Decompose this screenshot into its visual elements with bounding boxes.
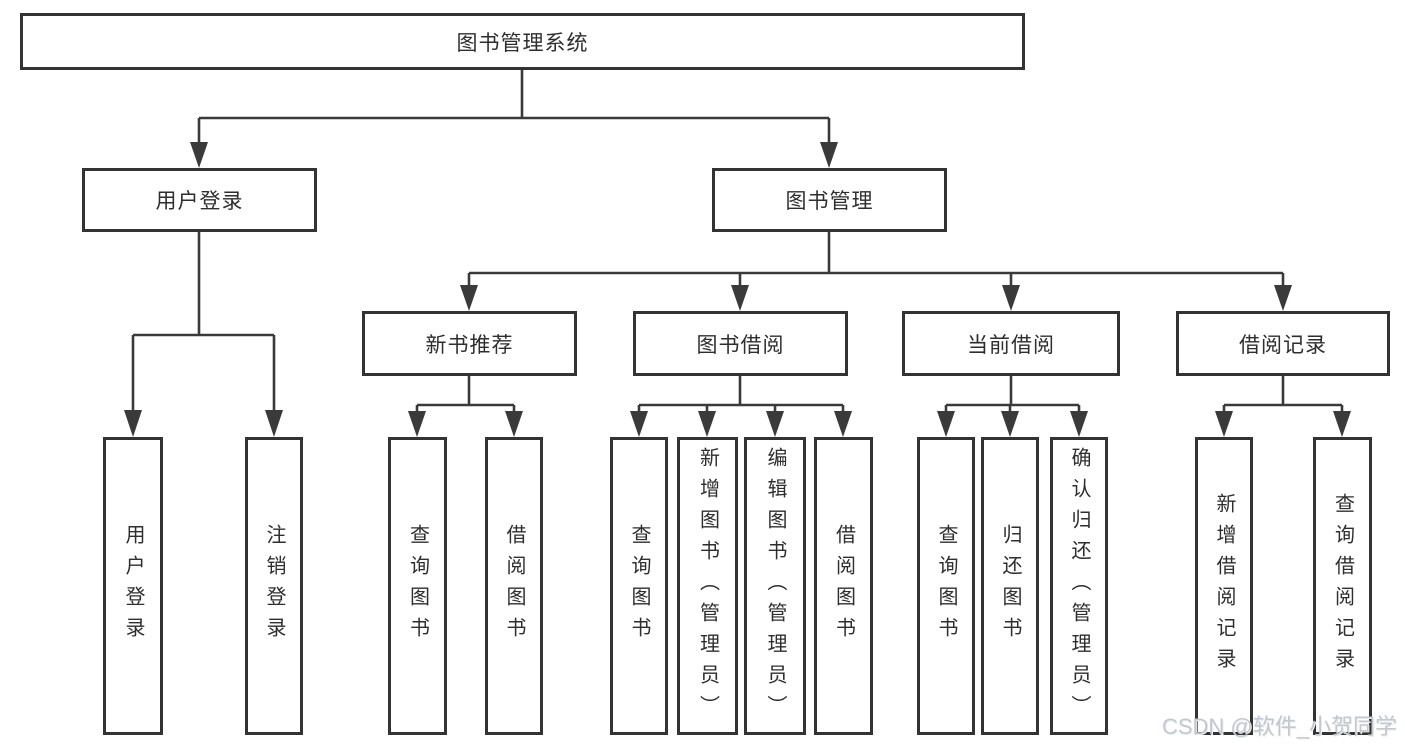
leaf-query-books-3: 查询图书 (917, 437, 975, 735)
leaf-logout: 注销登录 (245, 437, 303, 735)
node-user-login-group: 用户登录 (82, 168, 317, 232)
node-label: 查询图书 (406, 524, 429, 648)
leaf-query-books-2: 查询图书 (610, 437, 668, 735)
node-label: 借阅记录 (1239, 333, 1327, 357)
node-label: 用户登录 (122, 524, 144, 648)
node-label: 确认归还（管理员） (1068, 446, 1090, 726)
node-label: 借阅图书 (832, 524, 855, 648)
node-label: 查询图书 (628, 524, 650, 648)
node-book-management: 图书管理 (712, 168, 947, 232)
node-label: 新增借阅记录 (1213, 493, 1235, 679)
node-borrow-records: 借阅记录 (1176, 311, 1390, 376)
node-label: 归还图书 (999, 524, 1021, 648)
node-new-book-recommend: 新书推荐 (362, 311, 577, 376)
node-label: 借阅图书 (503, 524, 525, 648)
node-current-borrow: 当前借阅 (902, 311, 1120, 376)
node-label: 图书借阅 (696, 333, 785, 357)
leaf-confirm-return-admin: 确认归还（管理员） (1050, 437, 1108, 735)
node-root-system: 图书管理系统 (20, 13, 1025, 70)
node-label: 新增图书（管理员） (696, 446, 719, 726)
node-label: 新书推荐 (425, 333, 514, 357)
node-label: 图书管理 (785, 190, 874, 213)
leaf-borrow-books-2: 借阅图书 (814, 437, 873, 735)
node-label: 查询图书 (935, 524, 957, 648)
leaf-user-login: 用户登录 (103, 437, 163, 735)
leaf-edit-books-admin: 编辑图书（管理员） (744, 437, 806, 735)
leaf-query-books-1: 查询图书 (388, 437, 447, 735)
node-label: 当前借阅 (967, 333, 1055, 357)
leaf-add-borrow-record: 新增借阅记录 (1195, 437, 1253, 735)
node-label: 注销登录 (263, 524, 285, 648)
node-label: 图书管理系统 (456, 31, 589, 55)
leaf-borrow-books-1: 借阅图书 (485, 437, 543, 735)
leaf-return-books: 归还图书 (981, 437, 1039, 735)
node-label: 编辑图书（管理员） (764, 446, 786, 726)
node-label: 用户登录 (155, 190, 244, 213)
node-book-borrow: 图书借阅 (633, 311, 848, 376)
node-label: 查询借阅记录 (1331, 493, 1354, 679)
leaf-query-borrow-record: 查询借阅记录 (1313, 437, 1372, 735)
csdn-watermark: CSDN @软件_小贺同学 (1161, 714, 1397, 739)
leaf-add-books-admin: 新增图书（管理员） (677, 437, 738, 735)
